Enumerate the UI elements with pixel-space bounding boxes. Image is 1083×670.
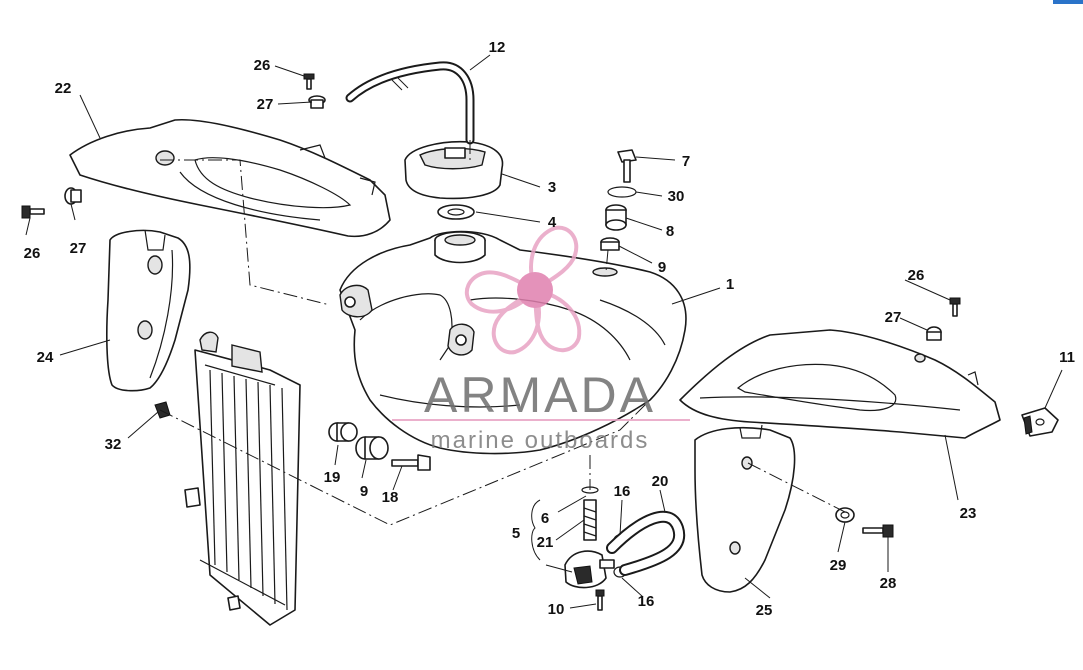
right-side-panel — [694, 424, 796, 593]
label-26-top: 26 — [254, 57, 271, 74]
label-25: 25 — [756, 602, 773, 619]
leader-lines — [25, 54, 1063, 609]
fuel-hose-20 — [606, 510, 686, 576]
label-22: 22 — [55, 80, 72, 97]
grommet-27-left — [64, 187, 82, 205]
label-26-right: 26 — [908, 267, 925, 284]
watermark-logo: ARMADA marine outboards — [392, 225, 690, 454]
fuel-tank — [339, 230, 687, 455]
cap-gasket — [437, 204, 475, 220]
screw-10 — [595, 589, 605, 611]
left-side-panel — [106, 229, 191, 392]
label-20: 20 — [652, 473, 669, 490]
label-7: 7 — [682, 153, 690, 170]
label-1: 1 — [726, 276, 734, 293]
bolt-18 — [391, 454, 431, 471]
part-labels: 12 26 27 22 26 27 3 4 7 30 8 9 1 26 27 1… — [24, 39, 1075, 619]
screw-26-left — [21, 205, 45, 219]
label-27-right: 27 — [885, 309, 902, 326]
label-24: 24 — [37, 349, 54, 366]
label-29: 29 — [830, 557, 847, 574]
label-4: 4 — [548, 214, 557, 231]
o-ring-30 — [607, 186, 637, 198]
radiator — [184, 331, 301, 626]
label-9: 9 — [360, 483, 368, 500]
bushing-9 — [355, 436, 389, 460]
label-5: 5 — [512, 525, 520, 542]
label-16-bottom: 16 — [638, 593, 655, 610]
screw-26-top — [303, 73, 315, 90]
label-32: 32 — [105, 436, 122, 453]
right-shroud — [679, 329, 1001, 439]
label-9-top: 9 — [658, 259, 666, 276]
label-10: 10 — [548, 601, 565, 618]
grommet-27-top — [308, 95, 326, 109]
bracket-11 — [1021, 407, 1059, 437]
clip-32 — [154, 401, 171, 419]
watermark-tagline: marine outboards — [431, 427, 650, 454]
breather-hose — [345, 61, 475, 145]
label-16-top: 16 — [614, 483, 631, 500]
label-23: 23 — [960, 505, 977, 522]
grommet-27-right — [926, 326, 942, 341]
label-19: 19 — [324, 469, 341, 486]
label-8: 8 — [666, 223, 674, 240]
label-28: 28 — [880, 575, 897, 592]
label-18: 18 — [382, 489, 399, 506]
label-26-left: 26 — [24, 245, 41, 262]
label-6: 6 — [541, 510, 549, 527]
spacer-9-top — [600, 237, 620, 251]
watermark-brand: ARMADA — [424, 367, 656, 423]
label-30: 30 — [668, 188, 685, 205]
label-21: 21 — [537, 534, 554, 551]
bolt-7 — [617, 149, 637, 183]
corner-accent — [1053, 0, 1083, 4]
propeller-icon — [464, 225, 582, 355]
label-12: 12 — [489, 39, 506, 56]
screw-28 — [862, 524, 894, 538]
label-27-left: 27 — [70, 240, 87, 257]
fuel-valve — [564, 486, 615, 589]
left-shroud — [69, 118, 391, 238]
screw-26-right — [949, 297, 961, 317]
label-11: 11 — [1059, 349, 1075, 366]
bushing-8 — [605, 204, 627, 231]
spacer-19 — [328, 422, 358, 442]
label-27-top: 27 — [257, 96, 274, 113]
grommet-29 — [835, 507, 855, 523]
label-3: 3 — [548, 179, 556, 196]
fuel-cap — [404, 140, 504, 200]
